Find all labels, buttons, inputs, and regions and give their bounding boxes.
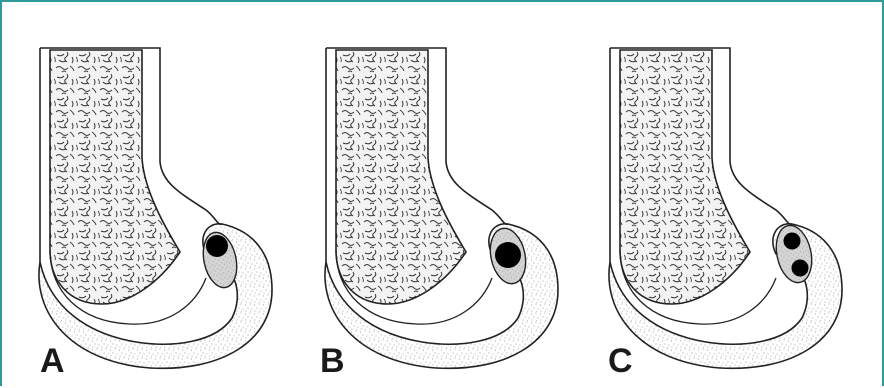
panel-c: C (608, 48, 842, 380)
panel-b: B (320, 48, 558, 380)
nerve-dot-upper (784, 233, 801, 250)
nerve-dot (206, 235, 228, 257)
panel-label-c: C (608, 342, 633, 380)
panel-label-b: B (320, 342, 345, 380)
panel-a: A (39, 48, 272, 380)
nerve-dot-lower (792, 260, 809, 277)
panel-label-a: A (40, 342, 65, 380)
nerve-dot (495, 242, 521, 268)
